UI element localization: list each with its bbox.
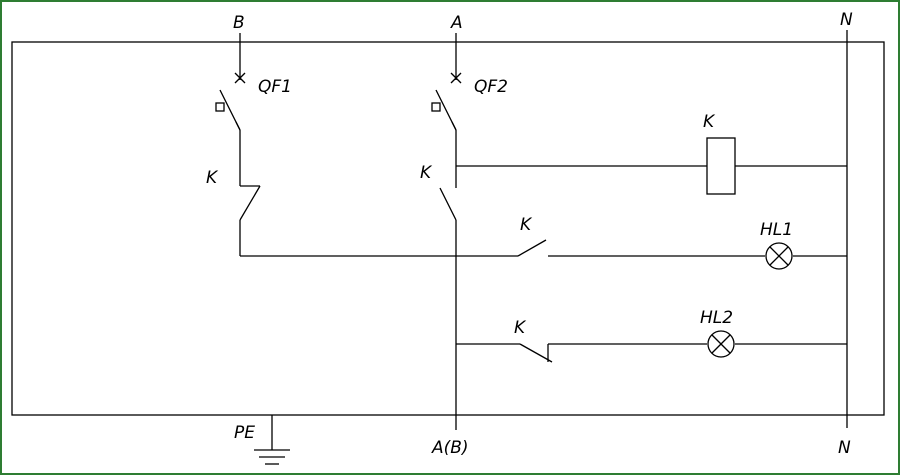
breaker-qf2-symbol xyxy=(431,72,462,188)
ground-pe-symbol xyxy=(254,415,290,465)
label-lamp-hl1: HL1 xyxy=(760,220,793,240)
coil-rung xyxy=(456,137,847,195)
label-contact-k-mid: K xyxy=(420,163,433,183)
branch-b xyxy=(215,33,456,257)
relay-coil-k xyxy=(706,137,736,195)
contact-k-nc xyxy=(519,343,553,363)
label-terminal-b: B xyxy=(233,13,245,33)
label-breaker-qf2: QF2 xyxy=(474,77,508,97)
label-relay-coil: K xyxy=(703,112,716,132)
lamp-hl1 xyxy=(765,242,793,270)
label-return-terminal: A(B) xyxy=(431,438,469,458)
label-terminal-n-top: N xyxy=(840,10,853,30)
branch-a xyxy=(431,33,462,430)
label-contact-k-no: K xyxy=(520,215,533,235)
contact-k-left-symbol xyxy=(239,185,261,256)
label-breaker-qf1: QF1 xyxy=(258,77,292,97)
contact-k-no xyxy=(517,239,547,257)
enclosure-box xyxy=(11,41,885,416)
label-contact-k-nc: K xyxy=(514,318,527,338)
label-lamp-hl2: HL2 xyxy=(700,308,733,328)
lamp-hl2 xyxy=(707,330,735,358)
hl2-rung xyxy=(456,330,847,363)
label-contact-k-left: K xyxy=(206,168,219,188)
label-terminal-n-bottom: N xyxy=(838,438,851,458)
hl1-rung xyxy=(456,239,847,270)
label-ground-pe: PE xyxy=(234,423,255,443)
contact-k-mid-symbol xyxy=(439,187,457,221)
breaker-qf1-symbol xyxy=(215,72,246,186)
label-terminal-a: A xyxy=(450,13,463,33)
